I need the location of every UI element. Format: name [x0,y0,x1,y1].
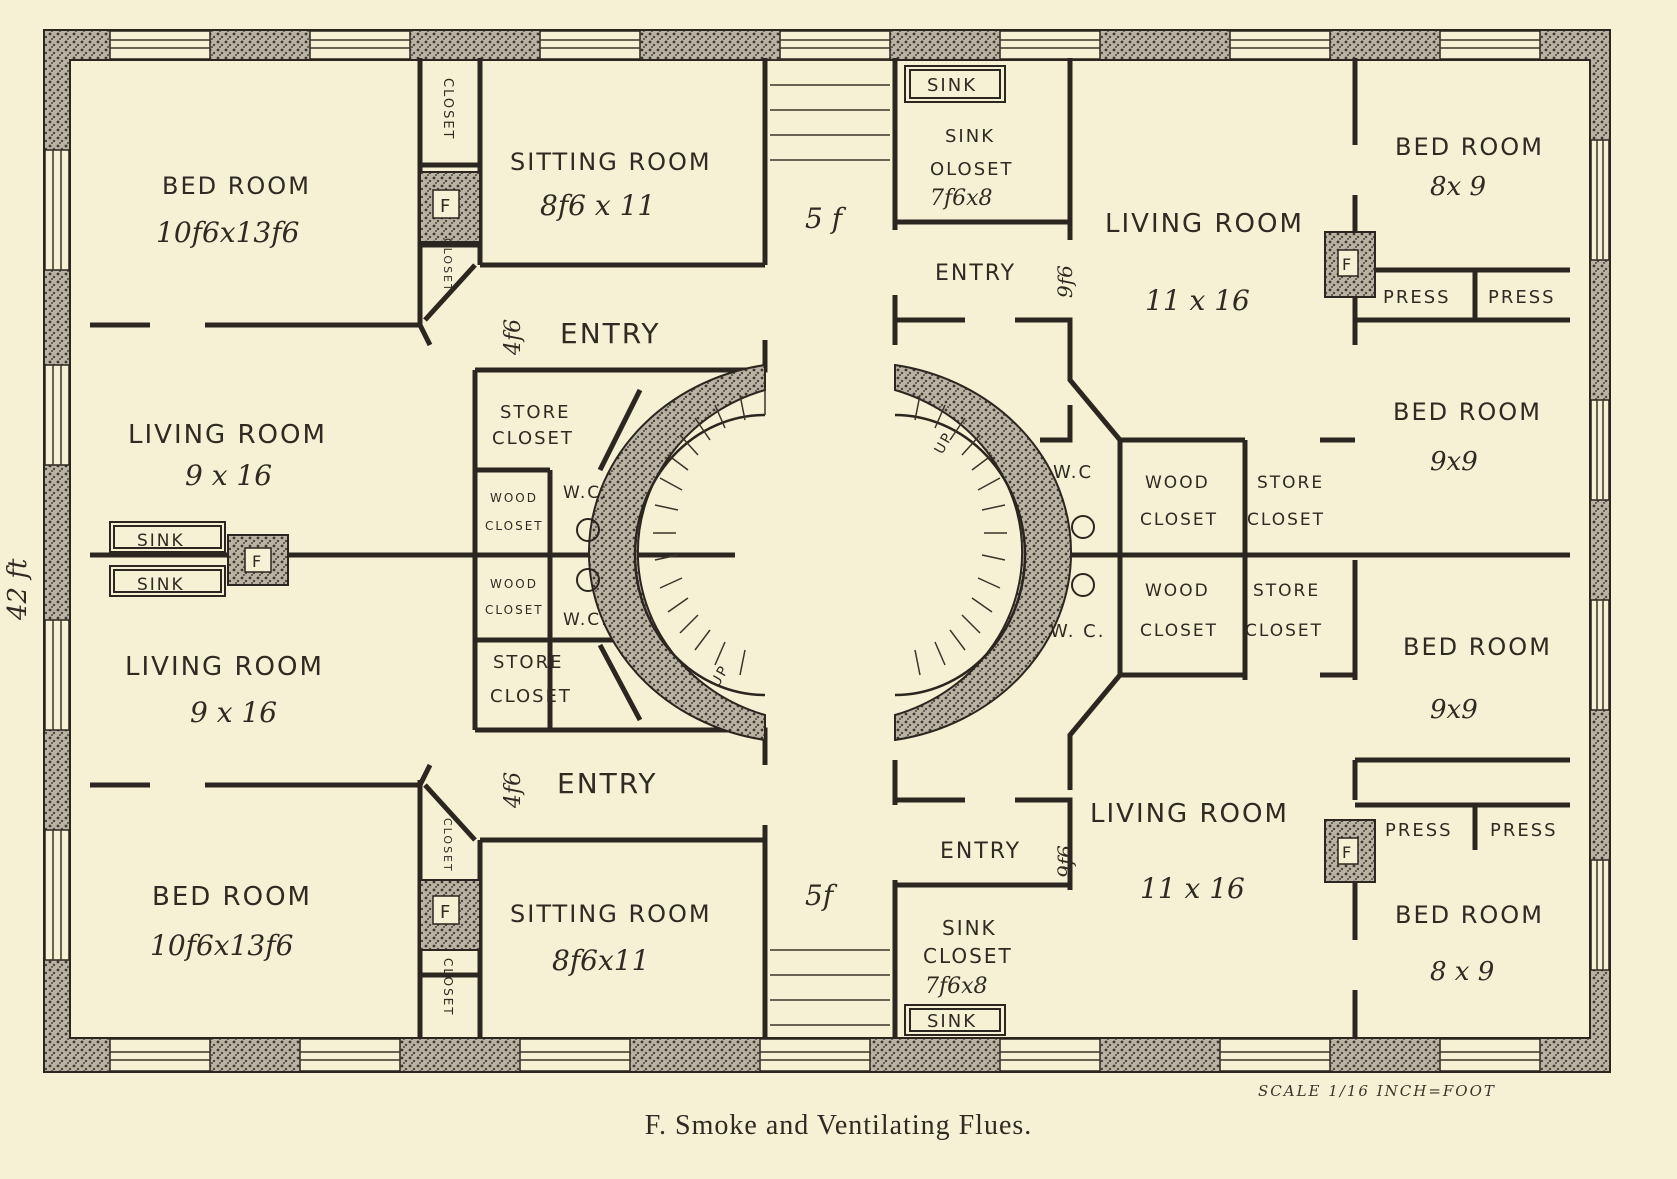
sink-label-l1: SINK [137,531,185,551]
curved-stair-left [588,363,766,742]
sink-closet-br-2: CLOSET [923,944,1013,968]
room-name-living-l1: LIVING ROOM [128,420,327,450]
press-label-br2: PRESS [1490,820,1558,841]
hall-dim-bottom: 5f [805,879,838,912]
press-label-tr1: PRESS [1383,287,1451,308]
room-name-sit-bl: SITTING ROOM [510,900,712,928]
room-name-entry-tl: ENTRY [560,317,661,350]
press-label-tr2: PRESS [1488,287,1556,308]
room-dim-bed-br1: 9x9 [1430,695,1478,725]
store-label-tr-2: CLOSET [1247,510,1325,530]
sink-closet-br-dim: 7f6x8 [925,974,988,999]
room-dim-sit-tl: 8f6 x 11 [540,189,655,222]
wood-label-bl-1: WOOD [490,577,538,591]
store-label-tr-1: STORE [1257,473,1324,493]
room-dim-bed-tr1: 8x 9 [1430,172,1486,202]
room-name-entry-tr: ENTRY [935,261,1016,286]
room-name-entry-bl: ENTRY [557,767,658,800]
room-dim-living-l2: 9 x 16 [190,696,277,729]
flue-mark-l: F [252,552,263,571]
wood-label-br-2: CLOSET [1140,621,1218,641]
sink-label-br: SINK [927,1011,977,1032]
flue-mark-bl: F [440,902,452,923]
figure-caption: F. Smoke and Ventilating Flues. [644,1110,1033,1141]
room-name-bed-tl: BED ROOM [162,172,311,200]
stair-steps-top [770,59,890,161]
store-label-br-2: CLOSET [1245,621,1323,641]
wc-label-tl: W.C. [563,483,609,503]
wc-label-bl: W.C. [563,610,609,630]
store-label-br-1: STORE [1253,581,1320,601]
press-label-br1: PRESS [1385,820,1453,841]
wood-label-tr-1: WOOD [1145,473,1210,493]
interior-walls-right [892,58,1570,1038]
stair-steps-bottom [770,949,890,1026]
closet-label-bl1: CLOSET [441,818,454,873]
room-dim-sit-bl: 8f6x11 [552,944,649,977]
store-label-bl-1: STORE [493,652,563,673]
store-label-tl-1: STORE [500,402,570,423]
width-label: 42 ft [3,558,33,621]
room-dim-living-tr: 11 x 16 [1145,284,1250,317]
hall-dim-top: 5 f [805,202,847,235]
outer-walls [43,29,1611,1073]
wc-label-br: W. C. [1050,621,1105,642]
room-name-bed-br1: BED ROOM [1403,633,1552,661]
room-dim-living-br: 11 x 16 [1140,872,1245,905]
store-label-bl-2: CLOSET [490,686,572,707]
wood-label-tl-1: WOOD [490,491,538,505]
sink-closet-br-1: SINK [942,916,997,940]
room-name-bed-bl: BED ROOM [152,882,312,912]
flue-blocks [227,171,1376,951]
sink-closet-tr-dim: 7f6x8 [930,186,993,211]
room-name-sit-tl: SITTING ROOM [510,148,712,176]
sink-closet-tr-1: SINK [945,126,995,147]
wood-label-tr-2: CLOSET [1140,510,1218,530]
up-label-right: UP [932,429,957,457]
up-label-left: UP [708,662,733,690]
room-dim-bed-tr2: 9x9 [1430,447,1478,477]
room-name-entry-br: ENTRY [940,839,1021,864]
room-dim-entry-tr: 9f6 [1053,265,1077,298]
wc-label-tr: W.C [1053,462,1093,483]
room-dim-entry-br: 9f6 [1053,845,1077,878]
scale-note: SCALE 1/16 INCH=FOOT [1258,1082,1496,1100]
wood-label-tl-2: CLOSET [485,519,544,533]
room-dim-entry-bl: 4f6 [501,772,526,809]
sink-label-tr: SINK [927,75,977,96]
room-name-bed-tr2: BED ROOM [1393,398,1542,426]
room-dim-entry-tl: 4f6 [501,319,526,356]
room-name-bed-tr1: BED ROOM [1395,133,1544,161]
sink-label-l2: SINK [137,575,185,595]
flue-mark-br: F [1342,843,1353,862]
room-dim-bed-tl: 10f6x13f6 [156,216,299,249]
room-dim-bed-br2: 8 x 9 [1430,957,1494,987]
wood-label-bl-2: CLOSET [485,603,544,617]
sink-closet-tr-2: OLOSET [930,159,1014,180]
closet-label-tl1: CLOSET [440,78,455,141]
closet-label-tl2: CLOSET [441,238,454,293]
room-name-living-br: LIVING ROOM [1090,799,1289,829]
room-dim-living-l1: 9 x 16 [185,459,272,492]
room-name-living-tr: LIVING ROOM [1105,209,1304,239]
flue-mark-tl: F [440,196,452,217]
room-name-bed-br2: BED ROOM [1395,901,1544,929]
store-label-tl-2: CLOSET [492,428,574,449]
wood-label-br-1: WOOD [1145,581,1210,601]
room-dim-bed-bl: 10f6x13f6 [150,929,293,962]
flue-mark-tr: F [1342,255,1353,274]
room-name-living-l2: LIVING ROOM [125,652,324,682]
curved-stair-right [894,363,1072,742]
closet-label-bl2: CLOSET [441,958,455,1017]
